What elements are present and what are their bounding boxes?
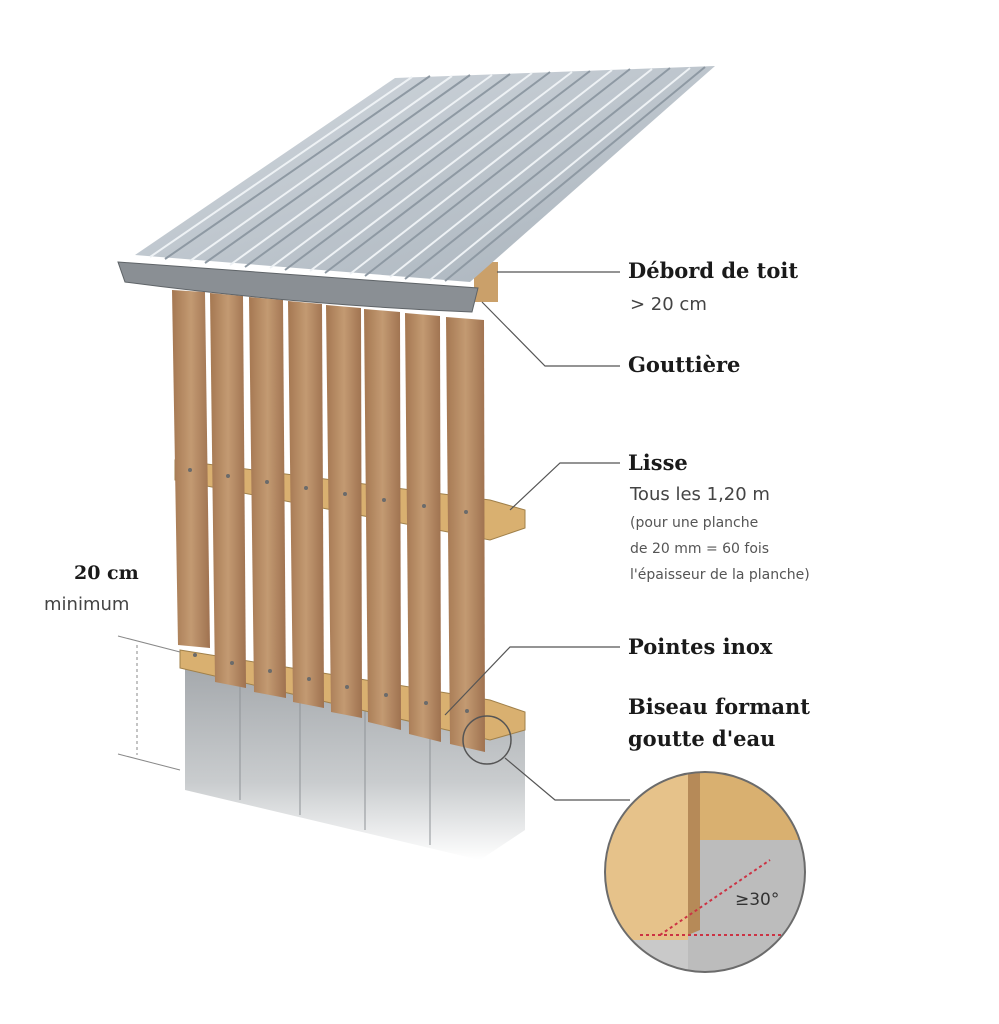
label-biseau-2: goutte d'eau: [628, 726, 776, 751]
concrete-foundation: [185, 665, 525, 860]
corrugated-roof: [135, 66, 715, 282]
label-gouttiere: Gouttière: [628, 352, 741, 377]
cladding-boards: [172, 290, 485, 752]
gutter: [117, 261, 479, 313]
label-debord-sub: > 20 cm: [630, 294, 707, 315]
label-lisse-title: Lisse: [628, 450, 688, 475]
leader-lines: [444, 271, 630, 801]
label-lisse-sub: Tous les 1,20 m: [630, 484, 770, 505]
label-pointes: Pointes inox: [628, 634, 773, 659]
stainless-nails: [188, 468, 469, 713]
label-debord-title: Débord de toit: [628, 258, 799, 283]
label-height-title: 20 cm: [74, 562, 139, 584]
angle-label: ≥30°: [735, 890, 779, 910]
label-height-sub: minimum: [44, 594, 130, 615]
drip-bevel-detail: ≥30°: [605, 772, 805, 972]
label-biseau-1: Biseau formant: [628, 694, 810, 719]
height-dimension: [117, 635, 181, 771]
label-lisse-note-2: de 20 mm = 60 fois: [630, 541, 770, 557]
detail-marker: [462, 715, 512, 765]
label-lisse-note-3: l'épaisseur de la planche): [630, 567, 810, 583]
label-lisse-note-1: (pour une planche: [630, 515, 759, 531]
